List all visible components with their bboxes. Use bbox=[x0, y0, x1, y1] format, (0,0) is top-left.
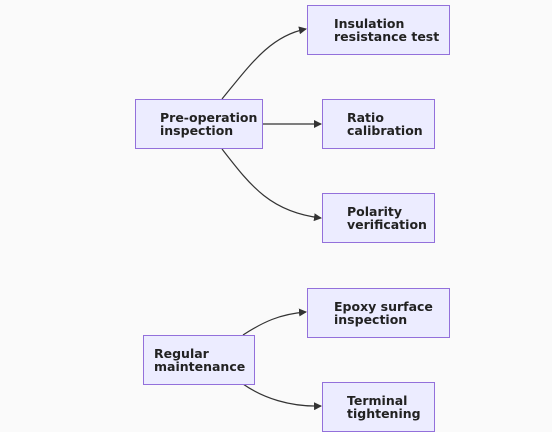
node-label: Insulation resistance test bbox=[334, 16, 440, 44]
node-terminal-tightening: Terminal tightening bbox=[322, 382, 435, 432]
node-ratio-calibration: Ratio calibration bbox=[322, 99, 435, 149]
edge-regular-to-terminal bbox=[242, 383, 322, 411]
node-label: Polarity verification bbox=[347, 204, 427, 232]
node-polarity-verification: Polarity verification bbox=[322, 193, 435, 243]
node-epoxy-surface-inspection: Epoxy surface inspection bbox=[307, 288, 450, 338]
node-label: Pre-operation inspection bbox=[160, 110, 258, 138]
edge-pre-op-to-polarity bbox=[221, 148, 322, 222]
node-label: Ratio calibration bbox=[347, 110, 423, 138]
node-pre-operation-inspection: Pre-operation inspection bbox=[135, 99, 263, 149]
node-label: Epoxy surface inspection bbox=[334, 299, 433, 327]
edge-pre-op-to-insulation bbox=[221, 26, 307, 100]
node-regular-maintenance: Regular maintenance bbox=[143, 335, 255, 385]
node-insulation-resistance-test: Insulation resistance test bbox=[307, 5, 450, 55]
node-label: Regular maintenance bbox=[154, 346, 246, 374]
edge-regular-to-epoxy bbox=[242, 308, 307, 336]
node-label: Terminal tightening bbox=[347, 393, 421, 421]
